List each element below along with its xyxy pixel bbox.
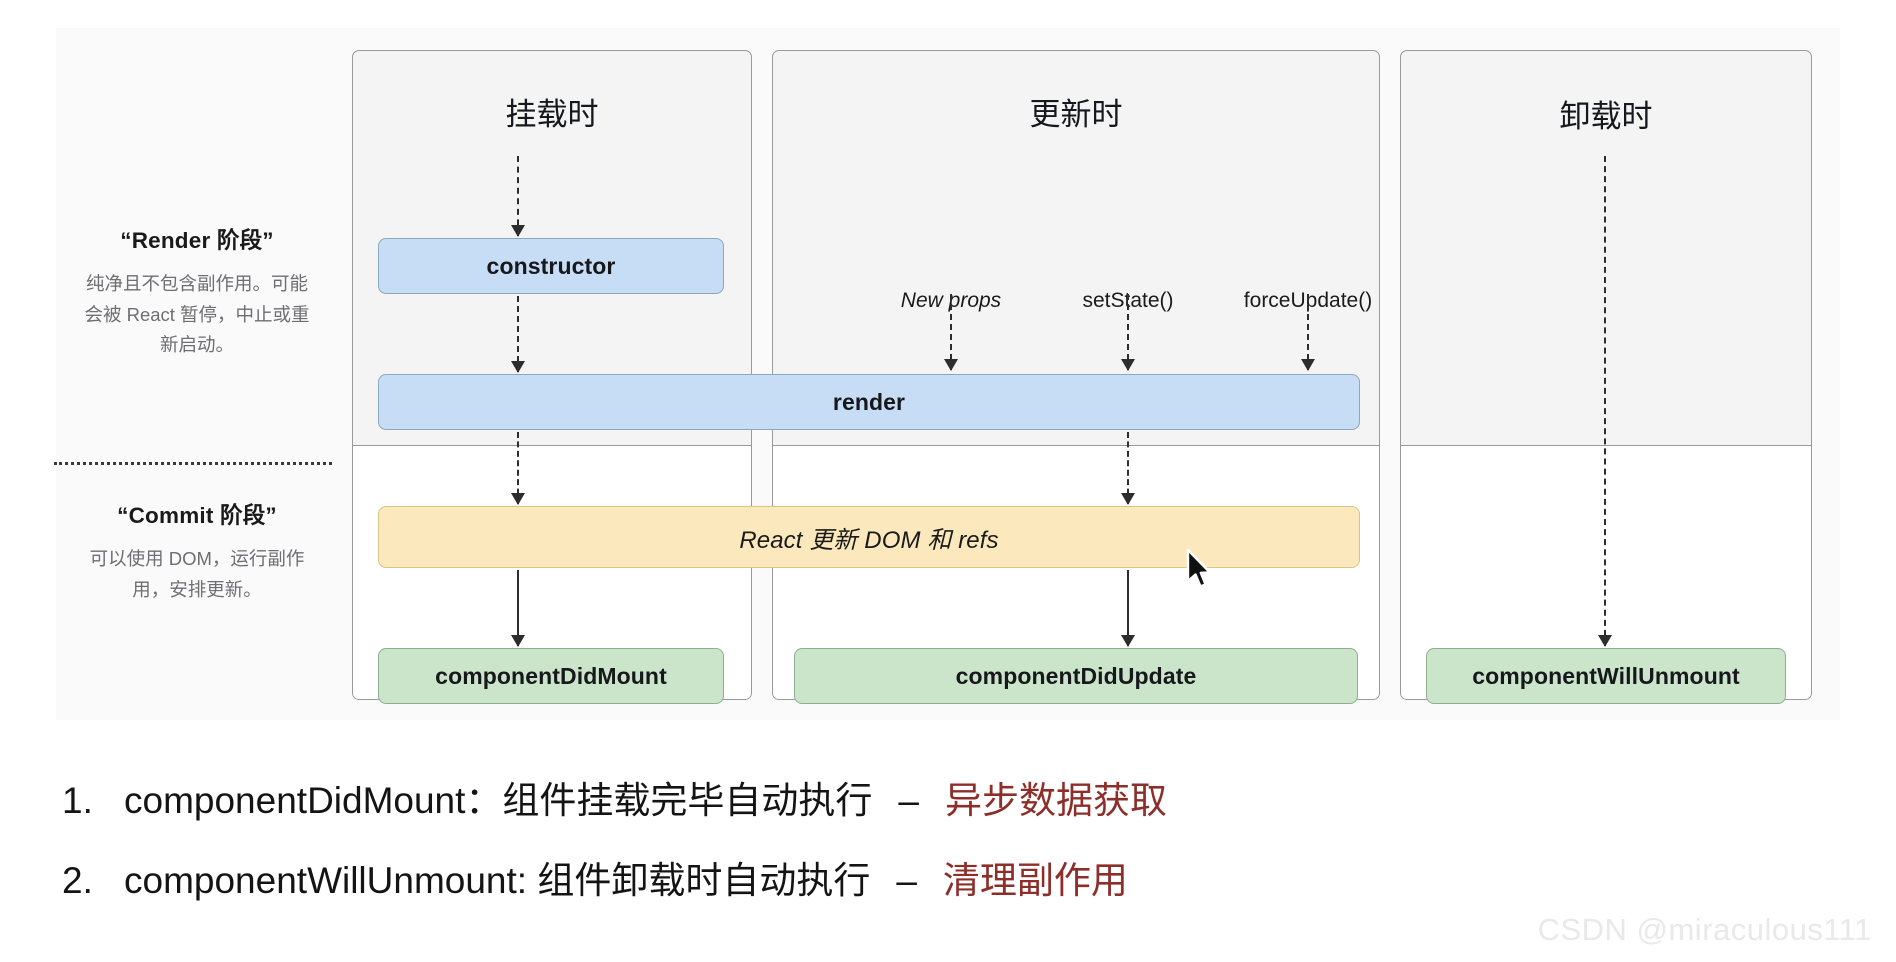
arrow-reactdom-to-didmount <box>511 570 525 647</box>
legend-column: “Render 阶段” 纯净且不包含副作用。可能会被 React 暂停，中止或重… <box>54 28 338 720</box>
panel-unmounting-title: 卸载时 <box>1559 99 1653 134</box>
note-1-number: 1. <box>62 780 93 821</box>
box-constructor: constructor <box>378 238 724 294</box>
note-1-highlight: 异步数据获取 <box>945 780 1167 821</box>
panel-updating-title: 更新时 <box>1029 97 1123 132</box>
arrow-to-constructor <box>511 156 525 237</box>
arrow-constructor-to-render <box>511 296 525 373</box>
note-2-highlight: 清理副作用 <box>942 860 1128 901</box>
arrow-forceupdate-to-render <box>1301 294 1315 371</box>
legend-render-phase: “Render 阶段” 纯净且不包含副作用。可能会被 React 暂停，中止或重… <box>56 223 338 361</box>
note-item-1: 1. componentDidMount：组件挂载完毕自动执行 – 异步数据获取 <box>62 770 1822 824</box>
legend-render-description: 纯净且不包含副作用。可能会被 React 暂停，中止或重新启动。 <box>84 273 310 356</box>
box-component-did-mount: componentDidMount <box>378 648 724 704</box>
note-item-2: 2. componentWillUnmount: 组件卸载时自动执行 – 清理副… <box>62 850 1822 904</box>
phase-divider <box>54 462 332 465</box>
box-react-updates-dom-and-refs: React 更新 DOM 和 refs <box>378 506 1360 568</box>
note-1-text: componentDidMount：组件挂载完毕自动执行 <box>124 780 873 821</box>
arrow-to-willunmount <box>1598 156 1612 647</box>
legend-render-title: “Render 阶段” <box>120 228 274 253</box>
arrow-render-to-reactdom-mount <box>511 432 525 505</box>
box-component-did-update: componentDidUpdate <box>794 648 1358 704</box>
arrow-render-to-reactdom-update <box>1121 432 1135 505</box>
box-component-will-unmount: componentWillUnmount <box>1426 648 1786 704</box>
note-2-dash: – <box>896 860 917 901</box>
legend-commit-description: 可以使用 DOM，运行副作用，安排更新。 <box>89 548 305 600</box>
notes-list: 1. componentDidMount：组件挂载完毕自动执行 – 异步数据获取… <box>62 770 1822 930</box>
csdn-watermark: CSDN @miraculous111 <box>1537 912 1872 947</box>
lifecycle-diagram: “Render 阶段” 纯净且不包含副作用。可能会被 React 暂停，中止或重… <box>54 28 1840 720</box>
note-2-number: 2. <box>62 860 93 901</box>
arrow-reactdom-to-didupdate <box>1121 570 1135 647</box>
note-2-text: componentWillUnmount: 组件卸载时自动执行 <box>124 860 871 901</box>
note-1-dash: – <box>898 780 919 821</box>
box-render: render <box>378 374 1360 430</box>
panel-unmounting: 卸载时 <box>1400 50 1812 700</box>
arrow-setstate-to-render <box>1121 294 1135 371</box>
arrow-newprops-to-render <box>944 294 958 371</box>
panel-mounting-title: 挂载时 <box>505 97 599 132</box>
legend-commit-title: “Commit 阶段” <box>117 503 277 528</box>
legend-commit-phase: “Commit 阶段” 可以使用 DOM，运行副作用，安排更新。 <box>56 498 338 605</box>
